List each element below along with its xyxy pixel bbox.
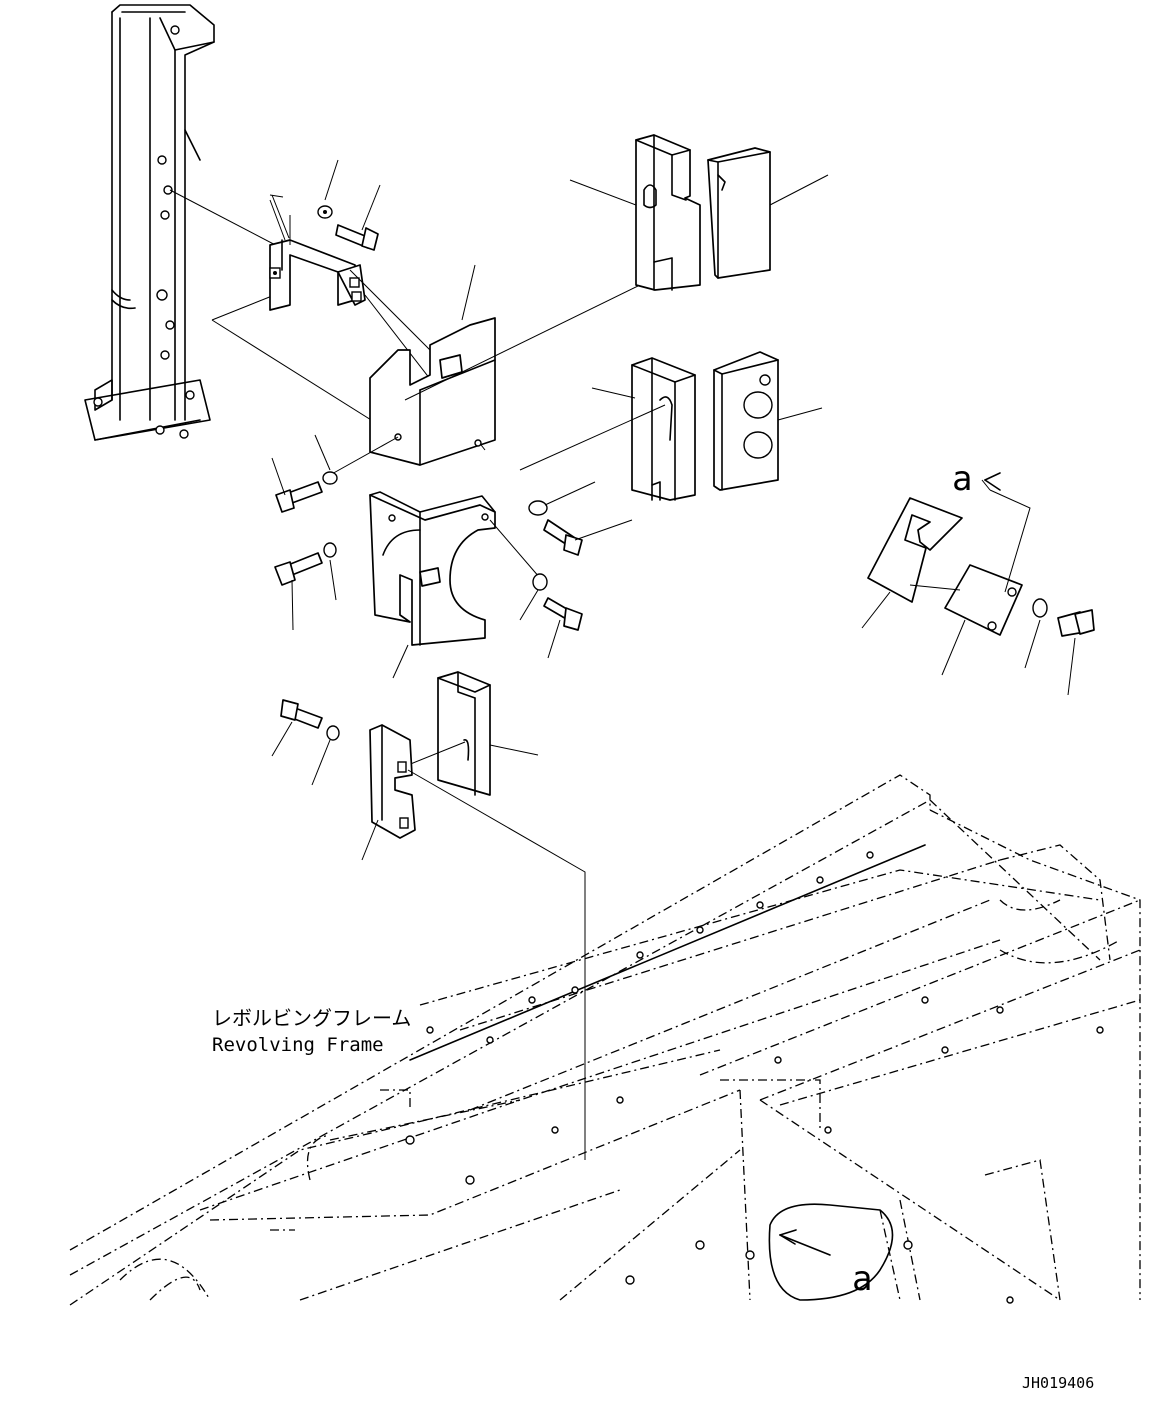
- frame-label-english: Revolving Frame: [212, 1034, 384, 1056]
- spacer-block: [437, 671, 491, 796]
- cover-plate-lower: [369, 491, 496, 646]
- bolt: [280, 699, 323, 729]
- block-pair-middle: [631, 351, 779, 501]
- washer: [528, 500, 548, 516]
- washer: [323, 542, 337, 558]
- upright-post: [84, 4, 215, 441]
- lower-bracket: [369, 724, 416, 839]
- frame-holes: [405, 851, 1104, 1304]
- detail-view-a: [867, 497, 1095, 637]
- view-marker-a-bottom: a: [852, 1259, 872, 1299]
- bolt: [543, 597, 583, 631]
- washer: [322, 471, 338, 485]
- mounting-bracket: [269, 239, 366, 311]
- bolt: [274, 552, 323, 586]
- revolving-frame: [69, 774, 1141, 1306]
- bolt: [335, 224, 379, 251]
- washer: [317, 205, 333, 219]
- bolt: [543, 519, 583, 556]
- cover-plate-upper: [369, 317, 496, 466]
- washer: [532, 573, 548, 591]
- view-marker-a-top: a: [952, 459, 972, 499]
- drawing-number: JH019406: [1022, 1374, 1094, 1392]
- block-pair-top: [635, 134, 771, 291]
- bolt: [275, 481, 323, 513]
- frame-label-japanese: レボルビングフレーム: [212, 1006, 411, 1030]
- washer: [326, 725, 340, 741]
